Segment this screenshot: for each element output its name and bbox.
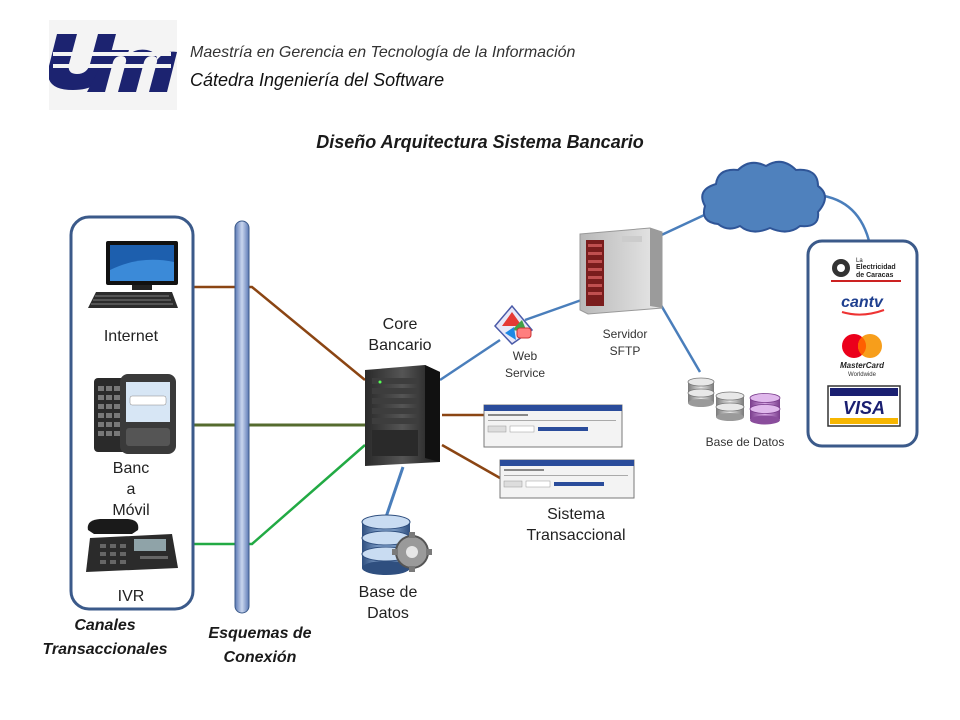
- header-program: Maestría en Gerencia en Tecnología de la…: [190, 44, 576, 61]
- desktop-computer-icon: [88, 241, 178, 308]
- mobile-banking-label-line3: Móvil: [112, 502, 150, 519]
- visa-logo: VISA: [827, 385, 901, 427]
- connection-schemes-label-line1: Esquemas de: [208, 625, 312, 642]
- channels-group-label-line1: Canales: [74, 617, 136, 634]
- connection-schemes-label-line2: Conexión: [223, 649, 297, 666]
- cloud-icon: [701, 160, 826, 233]
- usm-logo: [48, 20, 177, 110]
- web-service-label-line2: Service: [504, 366, 545, 380]
- web-service-icon: [493, 304, 534, 345]
- svg-text:Worldwide: Worldwide: [848, 372, 877, 378]
- connection-schemes-label: Esquemas de Conexión: [190, 622, 330, 670]
- internet-label: Internet: [103, 328, 159, 345]
- cantv-logo: cantv: [841, 294, 885, 316]
- core-banking-label-line1: Core: [382, 316, 418, 333]
- connection-bus: [234, 220, 250, 614]
- sftp-server-label-line1: Servidor: [602, 327, 648, 341]
- core-banking-label: Core Bancario: [350, 314, 450, 356]
- ivr-label: IVR: [117, 588, 145, 605]
- svg-text:cantv: cantv: [841, 294, 884, 311]
- svg-text:de Caracas: de Caracas: [856, 272, 893, 279]
- transactional-window-icon: [483, 404, 623, 448]
- transactional-system-label: Sistema Transaccional: [506, 504, 646, 546]
- svg-text:La: La: [856, 258, 863, 264]
- svg-text:MasterCard: MasterCard: [840, 361, 885, 370]
- database-right-label: Base de Datos: [705, 435, 785, 449]
- core-banking-label-line2: Bancario: [368, 337, 432, 354]
- database-core-label: Base de Datos: [338, 582, 438, 624]
- database-icon: [361, 514, 432, 575]
- channels-group-label: Canales Transaccionales: [22, 614, 188, 662]
- mobile-banking-label-line2: a: [126, 481, 136, 498]
- smartphone-icon: [94, 374, 176, 454]
- header-course: Cátedra Ingeniería del Software: [190, 70, 445, 90]
- web-service-label: Web Service: [490, 348, 560, 382]
- svg-text:VISA: VISA: [843, 398, 885, 418]
- rack-server-icon: [579, 227, 663, 315]
- diagram-title: Diseño Arquitectura Sistema Bancario: [316, 132, 644, 152]
- transactional-system-label-line2: Transaccional: [526, 527, 626, 544]
- svg-text:Electricidad: Electricidad: [856, 264, 896, 271]
- channels-group-label-line2: Transaccionales: [42, 641, 168, 658]
- mobile-banking-label-line1: Banc: [112, 460, 150, 477]
- tower-server-icon: [365, 365, 440, 466]
- transactional-window-icon: [499, 459, 635, 499]
- web-service-label-line1: Web: [512, 349, 538, 363]
- database-core-label-line2: Datos: [367, 605, 409, 622]
- channels-panel: [69, 215, 195, 611]
- mobile-banking-label: Banc a Móvil: [96, 458, 166, 521]
- transactional-system-label-line1: Sistema: [547, 506, 605, 523]
- sftp-server-label: Servidor SFTP: [590, 326, 660, 360]
- database-icon: [687, 377, 781, 425]
- database-core-label-line1: Base de: [358, 584, 418, 601]
- sftp-server-label-line2: SFTP: [609, 344, 641, 358]
- desk-phone-icon: [86, 519, 178, 572]
- mastercard-logo: MasterCard Worldwide: [840, 334, 885, 378]
- electricidad-logo: La Electricidad de Caracas: [831, 258, 901, 282]
